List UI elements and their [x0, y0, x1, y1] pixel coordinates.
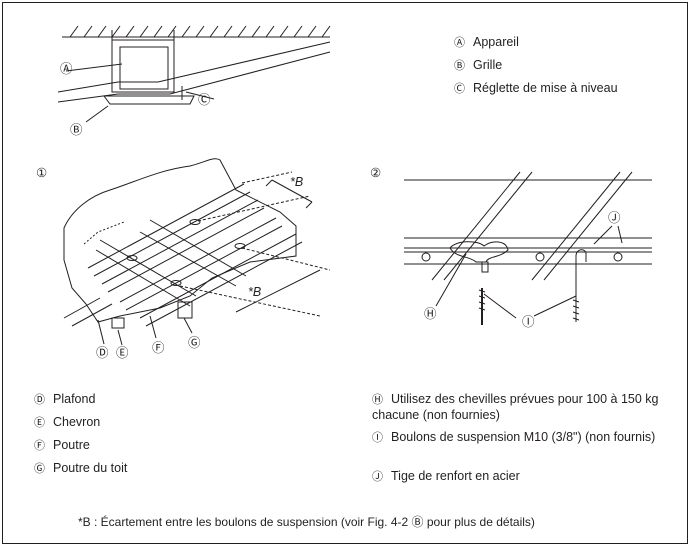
fig1-roof-structure [63, 158, 331, 346]
callout-h: Ⓗ [424, 307, 437, 321]
callout-c: Ⓒ [198, 93, 211, 107]
callout-b: Ⓑ [70, 123, 83, 137]
top-ceiling-figure [57, 25, 331, 123]
footnote: *B : Écartement entre les boulons de sus… [78, 515, 535, 529]
callout-f: Ⓕ [152, 341, 165, 355]
callout-e: Ⓔ [116, 346, 129, 360]
fig2-number: ② [370, 166, 381, 180]
fig1-number: ① [36, 166, 47, 180]
callout-i: Ⓘ [522, 315, 535, 329]
dim-label-bottom: *B [248, 285, 261, 299]
callout-d: Ⓓ [96, 346, 109, 360]
dim-label-top: *B [290, 175, 303, 189]
callout-j: Ⓙ [608, 211, 621, 225]
callout-g: Ⓖ [188, 336, 201, 350]
fig2-steel-structure [404, 171, 652, 325]
callout-a: Ⓐ [60, 62, 73, 76]
